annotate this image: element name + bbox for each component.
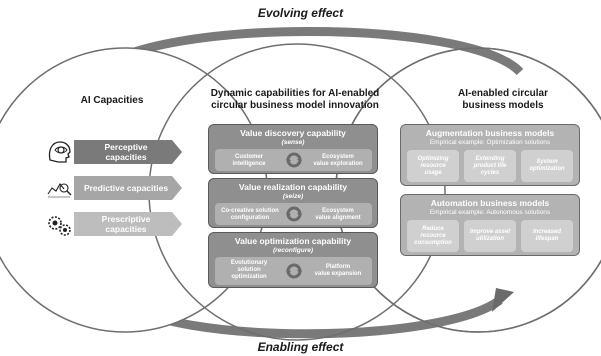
automation-business-models-box: Automation business models Empirical exa… <box>400 194 580 256</box>
value-discovery-inner <box>215 149 372 171</box>
value-discovery-sub: (sense) <box>281 139 305 146</box>
dynamic-capabilities-title: Dynamic capabilities for AI-enabled circ… <box>210 88 380 111</box>
value-optimization-inner <box>215 257 372 285</box>
prescriptive-tab-shape <box>74 212 182 236</box>
enabling-effect-label: Enabling effect <box>257 340 344 354</box>
evolving-effect-label: Evolving effect <box>257 6 344 20</box>
enabling-arrowhead <box>492 288 514 312</box>
value-optimization-sub: (reconfigure) <box>272 247 314 254</box>
perceptive-tab-shape <box>74 140 182 164</box>
value-optimization-title: Value optimization capability <box>234 236 352 246</box>
cycle-icon <box>286 263 302 279</box>
value-realization-title: Value realization capability <box>238 182 348 192</box>
augmentation-sub: Empirical example: Optimization solution… <box>429 139 551 146</box>
cycle-icon <box>286 206 302 222</box>
business-models-title: AI-enabled circular business models <box>457 88 549 111</box>
value-optimization-capability-box: Value optimization capability (reconfigu… <box>208 232 378 288</box>
augmentation-business-models-box: Augmentation business models Empirical e… <box>400 124 580 186</box>
predictive-capacities-label: Predictive capacities <box>83 183 169 193</box>
augmentation-title: Augmentation business models <box>425 128 555 138</box>
value-realization-sub: (seize) <box>282 193 304 200</box>
ai-capacities-title: AI Capacities <box>80 95 144 106</box>
value-realization-capability-box: Value realization capability (seize) Co-… <box>208 178 378 228</box>
gears-icon <box>48 216 71 236</box>
predictive-tab-shape <box>74 176 182 200</box>
cycle-icon <box>286 152 302 168</box>
head-with-eye-icon <box>48 141 71 163</box>
automation-title: Automation business models <box>430 198 550 208</box>
value-discovery-capability-box: Value discovery capability (sense) Custo… <box>208 124 378 174</box>
value-discovery-title: Value discovery capability <box>240 128 346 138</box>
chart-magnifier-icon <box>47 183 72 198</box>
value-realization-inner <box>215 203 372 225</box>
automation-sub: Empirical example: Autonomous solutions <box>429 209 551 216</box>
